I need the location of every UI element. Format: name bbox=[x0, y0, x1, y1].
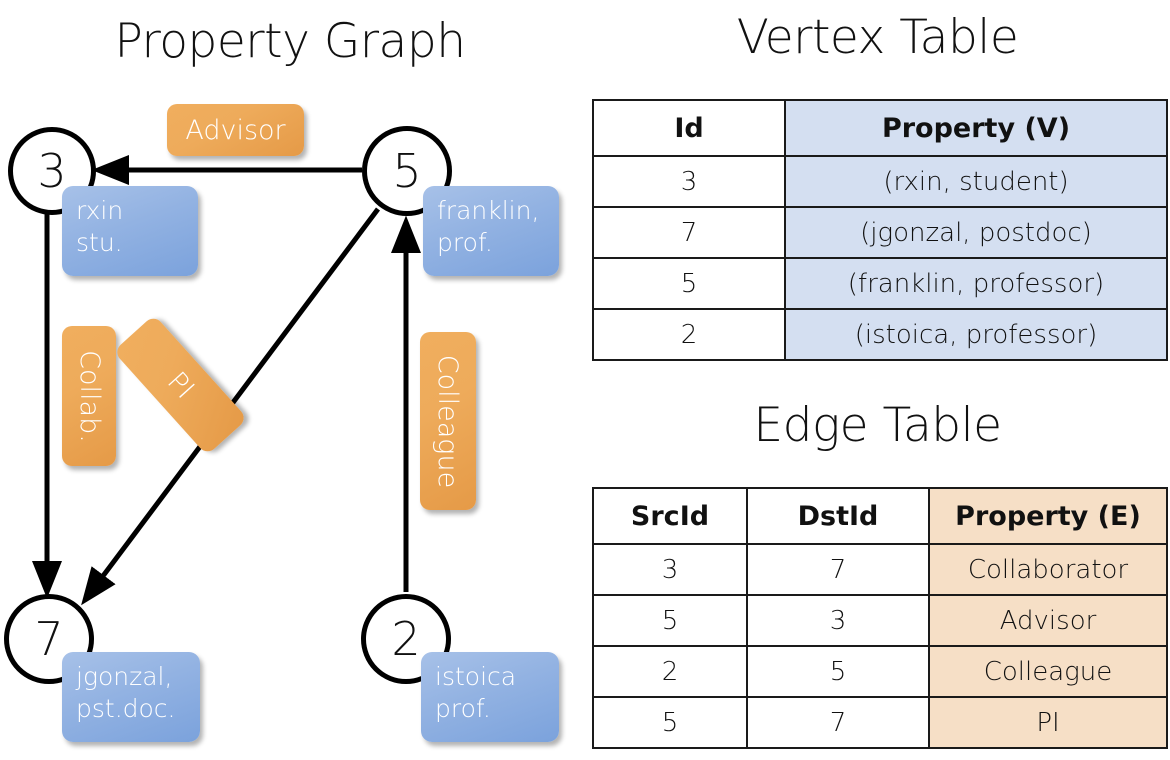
vertex-property-7-name: jgonzal, bbox=[76, 662, 173, 691]
vertex-row-2-property: (franklin, professor) bbox=[784, 257, 1168, 310]
page-title-edge-table: Edge Table bbox=[753, 398, 1002, 453]
vertex-property-box-2: istoica prof. bbox=[421, 652, 559, 742]
vertex-node-7-label: 7 bbox=[34, 612, 64, 666]
vertex-row-3-property: (istoica, professor) bbox=[784, 308, 1168, 361]
table-row: 3 7 Collaborator bbox=[592, 543, 1168, 596]
edge-row-2-property: Colleague bbox=[928, 645, 1168, 698]
edge-label-pi-text: PI bbox=[160, 365, 201, 405]
edge-row-2-src: 2 bbox=[592, 645, 748, 698]
edge-row-1-dst: 3 bbox=[746, 594, 930, 647]
edge-label-advisor: Advisor bbox=[167, 104, 304, 156]
vertex-property-box-3: rxin stu. bbox=[62, 186, 198, 276]
vertex-row-3-id: 2 bbox=[592, 308, 786, 361]
vertex-table-header-property: Property (V) bbox=[784, 99, 1168, 157]
vertex-property-2-name: istoica bbox=[435, 662, 517, 691]
vertex-property-3-name: rxin bbox=[76, 196, 124, 225]
table-row: 7 (jgonzal, postdoc) bbox=[592, 206, 1168, 259]
edge-table: SrcId DstId Property (E) 3 7 Collaborato… bbox=[592, 487, 1168, 749]
edge-row-0-src: 3 bbox=[592, 543, 748, 596]
edge-label-colleague-text: Colleague bbox=[432, 354, 464, 488]
edge-row-1-property: Advisor bbox=[928, 594, 1168, 647]
vertex-row-0-property: (rxin, student) bbox=[784, 155, 1168, 208]
edge-table-header-dstid: DstId bbox=[746, 487, 930, 545]
vertex-row-2-id: 5 bbox=[592, 257, 786, 310]
edge-row-3-src: 5 bbox=[592, 696, 748, 749]
vertex-node-5[interactable]: 5 bbox=[362, 126, 452, 216]
vertex-property-box-7: jgonzal, pst.doc. bbox=[62, 652, 200, 742]
edge-row-3-property: PI bbox=[928, 696, 1168, 749]
edge-label-collab-text: Collab. bbox=[73, 349, 105, 443]
vertex-node-2[interactable]: 2 bbox=[361, 594, 451, 684]
vertex-node-2-label: 2 bbox=[391, 612, 421, 666]
edge-label-advisor-text: Advisor bbox=[185, 114, 286, 146]
edge-label-collab: Collab. bbox=[62, 326, 116, 466]
edge-label-colleague: Colleague bbox=[420, 332, 476, 510]
page-title-vertex-table: Vertex Table bbox=[736, 10, 1019, 65]
table-row: 5 3 Advisor bbox=[592, 594, 1168, 647]
edge-row-0-property: Collaborator bbox=[928, 543, 1168, 596]
vertex-property-2-role: prof. bbox=[435, 694, 491, 723]
table-row: 3 (rxin, student) bbox=[592, 155, 1168, 208]
table-row: 2 5 Colleague bbox=[592, 645, 1168, 698]
vertex-node-5-label: 5 bbox=[392, 144, 422, 198]
table-row: 5 (franklin, professor) bbox=[592, 257, 1168, 310]
page-title-property-graph: Property Graph bbox=[114, 14, 467, 69]
table-row: 2 (istoica, professor) bbox=[592, 308, 1168, 361]
vertex-table-header-row: Id Property (V) bbox=[592, 99, 1168, 157]
table-row: 5 7 PI bbox=[592, 696, 1168, 749]
vertex-property-3-role: stu. bbox=[76, 228, 123, 257]
edge-table-header-srcid: SrcId bbox=[592, 487, 748, 545]
vertex-node-3-label: 3 bbox=[37, 144, 67, 198]
vertex-property-7-role: pst.doc. bbox=[76, 694, 176, 723]
edge-row-0-dst: 7 bbox=[746, 543, 930, 596]
edge-row-1-src: 5 bbox=[592, 594, 748, 647]
edge-row-2-dst: 5 bbox=[746, 645, 930, 698]
vertex-property-5-name: franklin, bbox=[437, 196, 540, 225]
vertex-row-1-property: (jgonzal, postdoc) bbox=[784, 206, 1168, 259]
vertex-table-header-id: Id bbox=[592, 99, 786, 157]
vertex-row-0-id: 3 bbox=[592, 155, 786, 208]
edge-table-header-property: Property (E) bbox=[928, 487, 1168, 545]
edge-row-3-dst: 7 bbox=[746, 696, 930, 749]
vertex-table: Id Property (V) 3 (rxin, student) 7 (jgo… bbox=[592, 99, 1168, 361]
edge-table-header-row: SrcId DstId Property (E) bbox=[592, 487, 1168, 545]
vertex-property-5-role: prof. bbox=[437, 228, 493, 257]
vertex-row-1-id: 7 bbox=[592, 206, 786, 259]
property-graph-diagram: 3 5 7 2 rxin stu. franklin, prof. jgonza… bbox=[4, 104, 559, 742]
vertex-property-box-5: franklin, prof. bbox=[423, 186, 559, 276]
